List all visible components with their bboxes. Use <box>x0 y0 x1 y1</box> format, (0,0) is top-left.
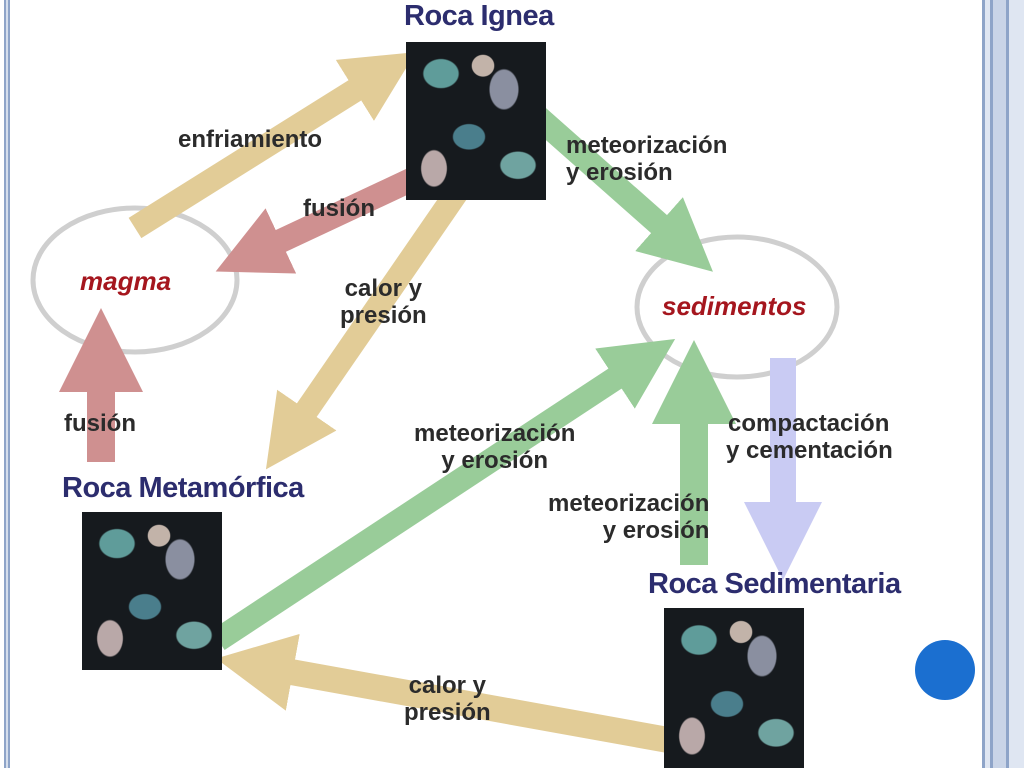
label-meteorizacion-right-line1: meteorización <box>548 490 710 517</box>
sediments-label: sedimentos <box>662 291 807 321</box>
igneous-rock-image <box>406 42 546 200</box>
slide-bullet-dot <box>915 640 975 700</box>
label-meteorizacion-right: meteorización y erosión <box>548 490 709 544</box>
label-meteorizacion-mid: meteorización y erosión <box>414 420 575 474</box>
label-calor-bottom-line2: presión <box>404 699 491 726</box>
arrow-calor-bottom <box>216 633 671 753</box>
metamorphic-rock-image <box>82 512 222 670</box>
slide-border-right <box>976 0 1024 768</box>
label-meteorizacion-right-line2: y erosión <box>602 517 710 544</box>
label-meteorizacion-top-line2: y erosión <box>566 159 673 186</box>
label-meteorizacion-mid-line2: y erosión <box>441 447 549 474</box>
arrow-meteorizacion-top <box>522 101 713 272</box>
label-fusion-left: fusión <box>64 410 136 437</box>
label-fusion-top: fusión <box>303 195 375 222</box>
label-calor-bottom-line1: calor y <box>408 672 487 699</box>
magma-label: magma <box>80 266 172 296</box>
sedimentary-rock-image <box>664 608 804 768</box>
igneous-rock-title: Roca Ignea <box>404 0 554 32</box>
label-calor-bottom: calor y presión <box>404 672 491 726</box>
label-calor-mid: calor y presión <box>340 275 427 329</box>
arrow-meteorizacion-mid <box>211 339 676 651</box>
label-compactacion-line1: compactación <box>728 410 890 437</box>
metamorphic-rock-title: Roca Metamórfica <box>62 472 304 504</box>
label-meteorizacion-mid-line1: meteorización <box>414 420 576 447</box>
label-compactacion-line2: y cementación <box>726 437 893 464</box>
label-calor-mid-line1: calor y <box>344 275 423 302</box>
label-calor-mid-line2: presión <box>340 302 427 329</box>
slide-border-left <box>0 0 12 768</box>
label-meteorizacion-top-line1: meteorización <box>566 132 728 159</box>
arrow-fusion-top <box>215 167 421 274</box>
sedimentary-rock-title: Roca Sedimentaria <box>648 568 901 600</box>
arrow-calor-mid <box>265 178 472 470</box>
arrow-enfriamiento <box>128 52 416 239</box>
label-enfriamiento: enfriamiento <box>178 126 323 153</box>
label-compactacion: compactación y cementación <box>726 410 893 464</box>
label-meteorizacion-top: meteorización y erosión <box>566 132 727 186</box>
